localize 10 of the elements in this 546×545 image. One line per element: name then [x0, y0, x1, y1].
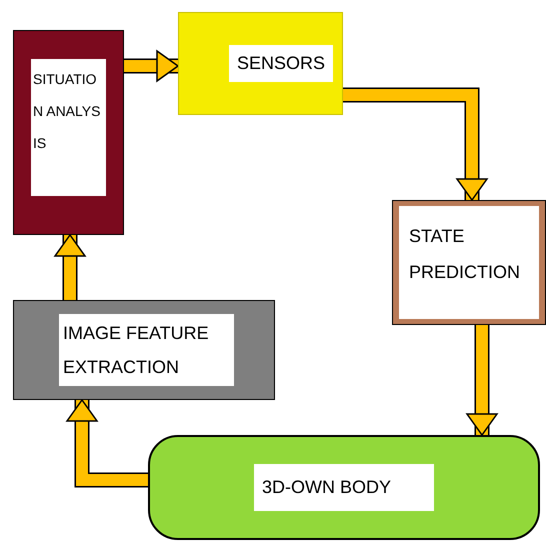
box-label: IMAGE FEATURE EXTRACTION	[59, 314, 234, 386]
box-label: STATE PREDICTION	[399, 206, 539, 319]
box-label: 3D-OWN BODY	[254, 464, 434, 511]
rounded-box	[148, 435, 540, 540]
box-label: SENSORS	[229, 45, 334, 82]
process-box	[13, 30, 124, 235]
box-label: SITUATION ANALYSIS	[31, 59, 106, 196]
process-box	[392, 200, 546, 325]
process-box	[178, 12, 343, 115]
process-box	[13, 300, 275, 400]
